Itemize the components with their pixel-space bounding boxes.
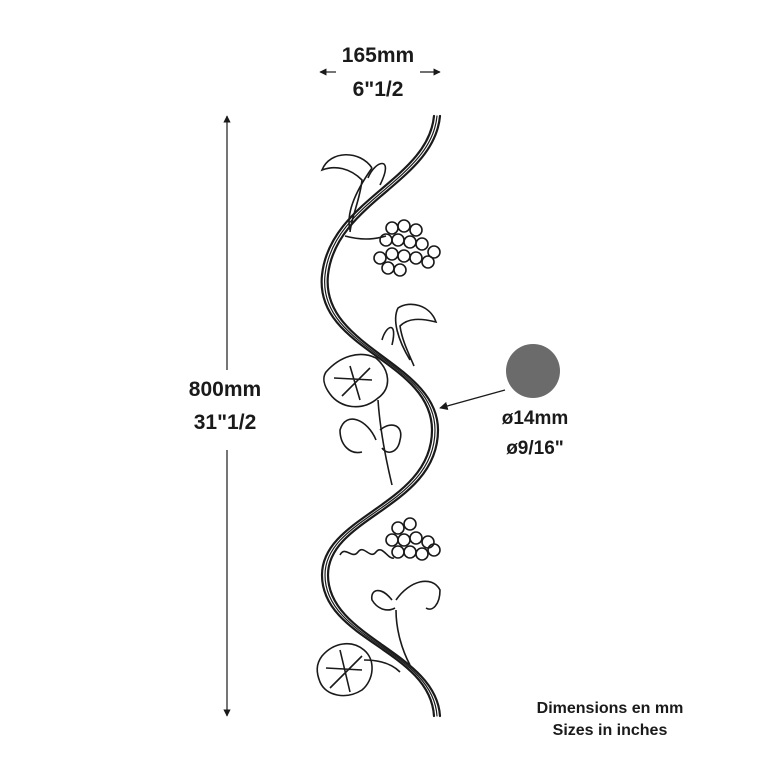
grape-cluster-top <box>373 219 441 277</box>
width-mm-label: 165mm <box>341 44 415 67</box>
tendril <box>339 548 395 559</box>
width-inch-label: 6"1/2 <box>352 78 404 101</box>
height-inch-label: 31"1/2 <box>193 411 257 434</box>
top-ornament <box>320 154 441 277</box>
middle-ornament <box>323 303 438 486</box>
bottom-ornament <box>316 643 401 697</box>
section-pointer-arrow <box>439 389 506 411</box>
diameter-inch-label: ø9/16" <box>506 438 564 459</box>
units-note-fr: Dimensions en mm <box>536 700 684 717</box>
grape-cluster-lower <box>385 517 441 561</box>
baluster-bar <box>320 114 442 718</box>
diameter-mm-label: ø14mm <box>501 408 569 429</box>
units-note-en: Sizes in inches <box>552 722 668 739</box>
lower-ornament <box>339 517 441 666</box>
vine-leaf-bottom <box>316 643 373 697</box>
height-mm-label: 800mm <box>188 378 262 401</box>
vine-leaf-middle <box>323 353 389 408</box>
bar-cross-section <box>506 344 560 398</box>
